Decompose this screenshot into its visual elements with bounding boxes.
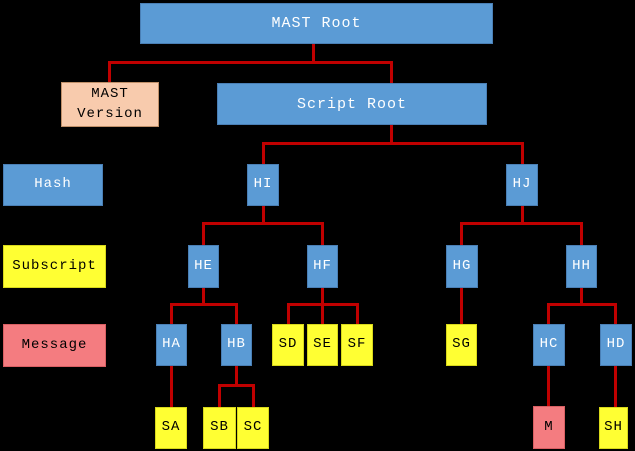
edge-segment <box>108 63 111 83</box>
node-hj: HJ <box>506 164 538 206</box>
edge-segment <box>547 366 550 406</box>
edge-segment <box>580 224 583 245</box>
node-sb: SB <box>203 407 236 449</box>
edge-segment <box>218 384 255 387</box>
edge-segment <box>614 366 617 407</box>
node-sa: SA <box>155 407 187 449</box>
node-hg: HG <box>446 245 478 288</box>
edge-segment <box>614 305 617 324</box>
edge-segment <box>580 288 583 305</box>
edge-segment <box>108 61 393 64</box>
edge-segment <box>262 142 524 145</box>
legend-subscript: Subscript <box>3 245 106 288</box>
node-sd: SD <box>272 324 304 366</box>
edge-segment <box>170 303 238 306</box>
edge-segment <box>170 366 173 407</box>
node-hd: HD <box>600 324 632 366</box>
edge-segment <box>321 288 324 324</box>
node-sh: SH <box>599 407 628 449</box>
edge-segment <box>262 206 265 224</box>
edge-segment <box>287 305 290 324</box>
node-hh: HH <box>566 245 597 288</box>
edge-segment <box>262 144 265 164</box>
node-hi: HI <box>247 164 279 206</box>
edge-segment <box>460 288 463 324</box>
edge-segment <box>521 206 524 224</box>
node-m: M <box>533 406 565 449</box>
edge-segment <box>202 288 205 305</box>
edge-segment <box>202 222 324 225</box>
node-he: HE <box>188 245 219 288</box>
edge-segment <box>547 305 550 324</box>
node-script-root: Script Root <box>217 83 487 125</box>
edge-segment <box>390 63 393 83</box>
edge-segment <box>235 366 238 386</box>
node-hb: HB <box>221 324 252 366</box>
edge-segment <box>235 305 238 324</box>
node-sc: SC <box>237 407 269 449</box>
edge-segment <box>287 303 359 306</box>
edge-segment <box>218 386 221 407</box>
legend-hash: Hash <box>3 164 103 206</box>
edge-segment <box>547 303 617 306</box>
edge-segment <box>521 144 524 164</box>
legend-message: Message <box>3 324 106 367</box>
edge-segment <box>312 44 315 63</box>
node-ha: HA <box>156 324 187 366</box>
edge-segment <box>460 224 463 245</box>
node-mast-root: MAST Root <box>140 3 493 44</box>
edge-segment <box>356 305 359 324</box>
edge-segment <box>202 224 205 245</box>
node-mast-version: MAST Version <box>61 82 159 127</box>
edge-segment <box>252 386 255 407</box>
node-hc: HC <box>533 324 565 366</box>
edge-segment <box>460 222 583 225</box>
node-sg: SG <box>446 324 477 366</box>
node-sf: SF <box>341 324 373 366</box>
edge-segment <box>170 305 173 324</box>
node-hf: HF <box>307 245 338 288</box>
edge-segment <box>390 125 393 144</box>
edge-segment <box>321 224 324 245</box>
node-se: SE <box>307 324 338 366</box>
